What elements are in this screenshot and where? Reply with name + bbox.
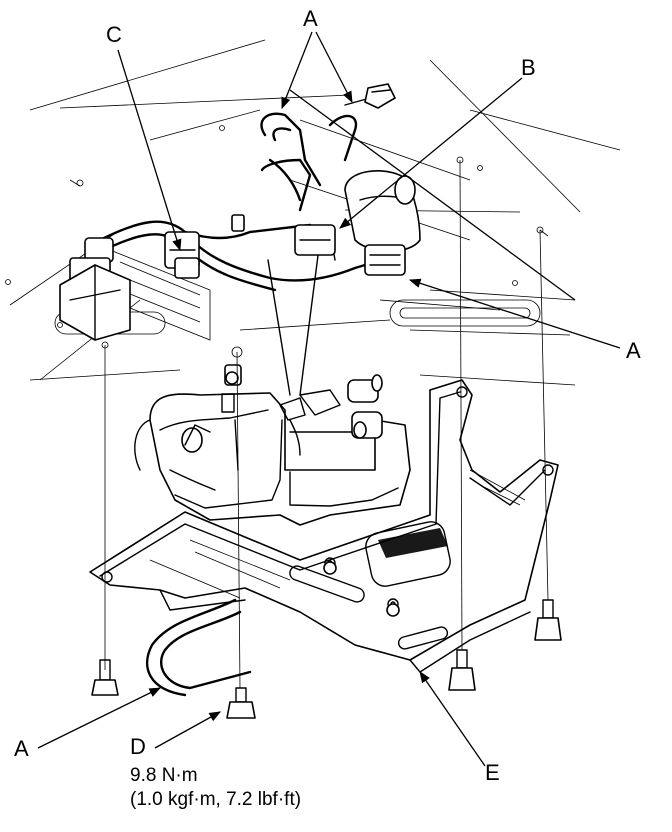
callout-c: C [106,22,122,47]
callout-a-right: A [626,338,641,363]
callout-a-bottom: A [14,736,29,761]
purge-valve [344,170,421,276]
torque-spec: 9.8 N·m (1.0 kgf·m, 7.2 lbf·ft) [130,764,301,812]
callout-b: B [521,55,536,80]
torque-value: 9.8 N·m [130,765,198,786]
callout-e: E [485,760,500,785]
mounting-bolts [91,83,562,719]
callout-a-top: A [303,6,318,31]
callout-d: D [130,734,146,759]
hose-clips [69,214,336,386]
drain-hose [146,598,252,697]
canister-bracket [89,379,559,673]
left-hose-bracket [59,264,131,341]
torque-alt-units: (1.0 kgf·m, 7.2 lbf·ft) [130,788,302,810]
callout-leaders [37,31,621,767]
evap-canister [134,374,411,526]
